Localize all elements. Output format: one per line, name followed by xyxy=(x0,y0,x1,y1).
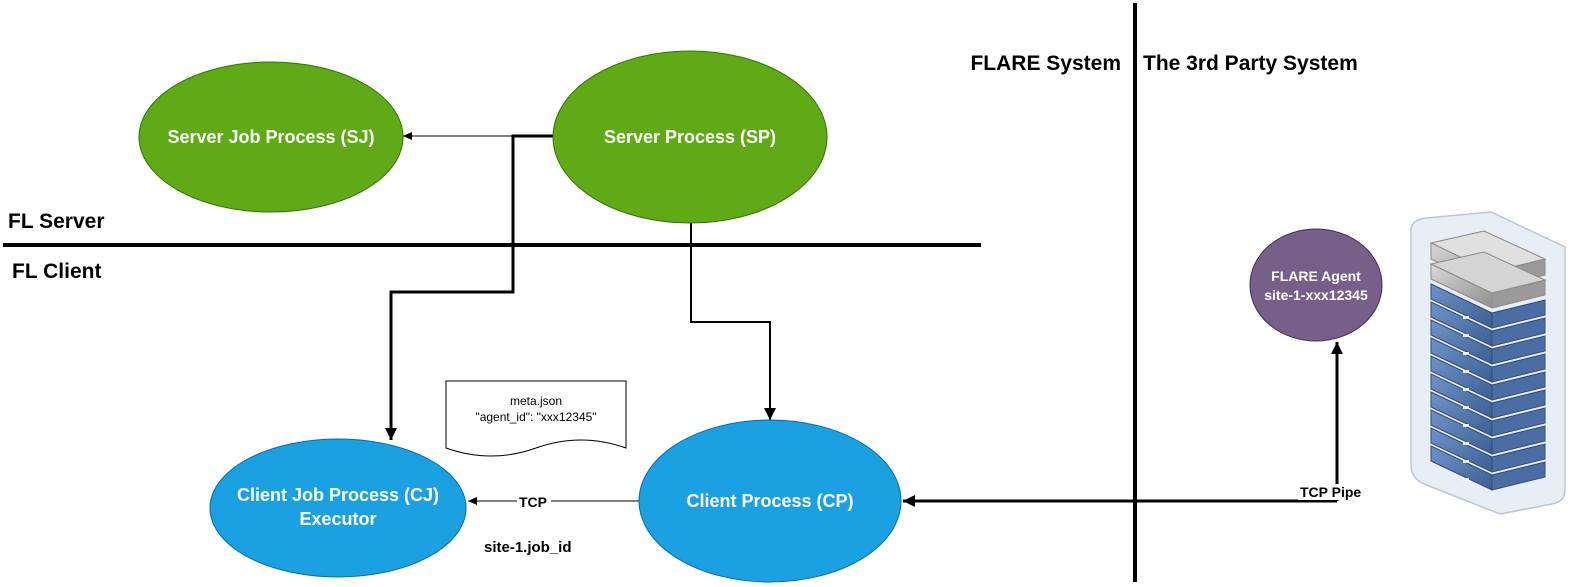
client-process-node xyxy=(638,419,902,583)
server-job-process-node xyxy=(138,61,404,213)
client-process-label: Client Process (CP) xyxy=(686,491,853,511)
meta-json-line1: meta.json xyxy=(510,394,562,408)
edge-sp-to-cp xyxy=(690,223,776,420)
fl-server-label: FL Server xyxy=(8,210,105,233)
client-job-process-label-line2: Executor xyxy=(299,509,376,529)
tcp-pipe-label: TCP Pipe xyxy=(1300,484,1361,500)
tcp-pipe-label-bg xyxy=(1298,484,1372,500)
server-rack-icon xyxy=(1410,211,1566,515)
flare-agent-node xyxy=(1249,228,1383,342)
server-process-label: Server Process (SP) xyxy=(604,127,776,147)
tcp-label-bg xyxy=(517,493,551,509)
tcp-label: TCP xyxy=(519,494,547,510)
third-party-system-label: The 3rd Party System xyxy=(1143,52,1358,75)
edge-sp-to-cj xyxy=(385,134,554,440)
server-job-process-label: Server Job Process (SJ) xyxy=(167,127,374,147)
job-id-label: site-1.job_id xyxy=(484,539,572,556)
flare-system-label: FLARE System xyxy=(970,52,1121,75)
server-process-node xyxy=(552,50,828,224)
meta-json-line2: "agent_id": "xxx12345" xyxy=(475,410,596,424)
client-job-process-node xyxy=(209,438,467,578)
flare-agent-label-line2: site-1-xxx12345 xyxy=(1264,287,1368,303)
meta-json-document xyxy=(445,380,627,457)
flare-agent-label-line1: FLARE Agent xyxy=(1271,268,1361,284)
fl-client-label: FL Client xyxy=(12,260,101,283)
client-job-process-label-line1: Client Job Process (CJ) xyxy=(237,485,439,505)
